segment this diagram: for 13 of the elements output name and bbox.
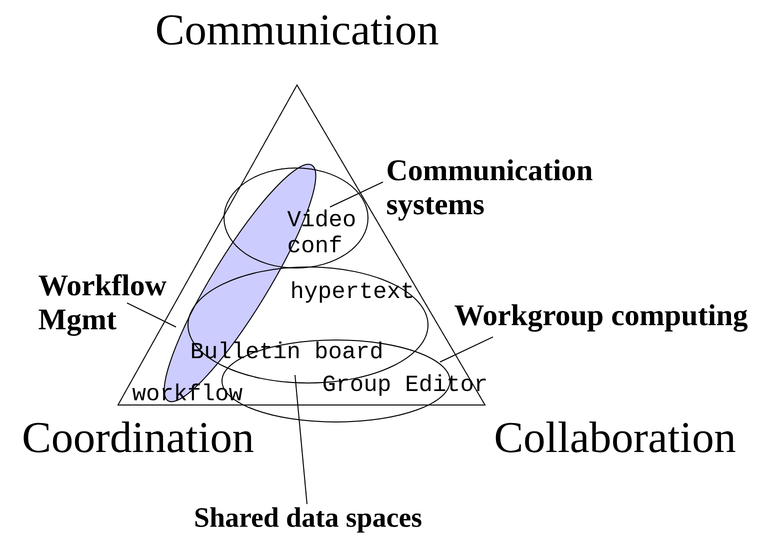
callout-label: Workgroup computing: [454, 304, 748, 332]
leader-line: [330, 182, 384, 208]
region-label: hypertext: [292, 281, 412, 303]
vertex-label: Coordination: [24, 422, 254, 452]
leader-line: [294, 374, 308, 505]
callout-label: Shared data spaces: [195, 507, 422, 533]
leader-line: [440, 336, 494, 362]
callout-label: Workflow Mgmt: [38, 274, 166, 336]
ellipse: [224, 168, 368, 268]
callout-label: Communication systems: [387, 159, 592, 221]
vertex-label: Communication: [157, 15, 438, 45]
leader-line: [126, 302, 176, 328]
vertex-label: Collaboration: [496, 422, 736, 452]
